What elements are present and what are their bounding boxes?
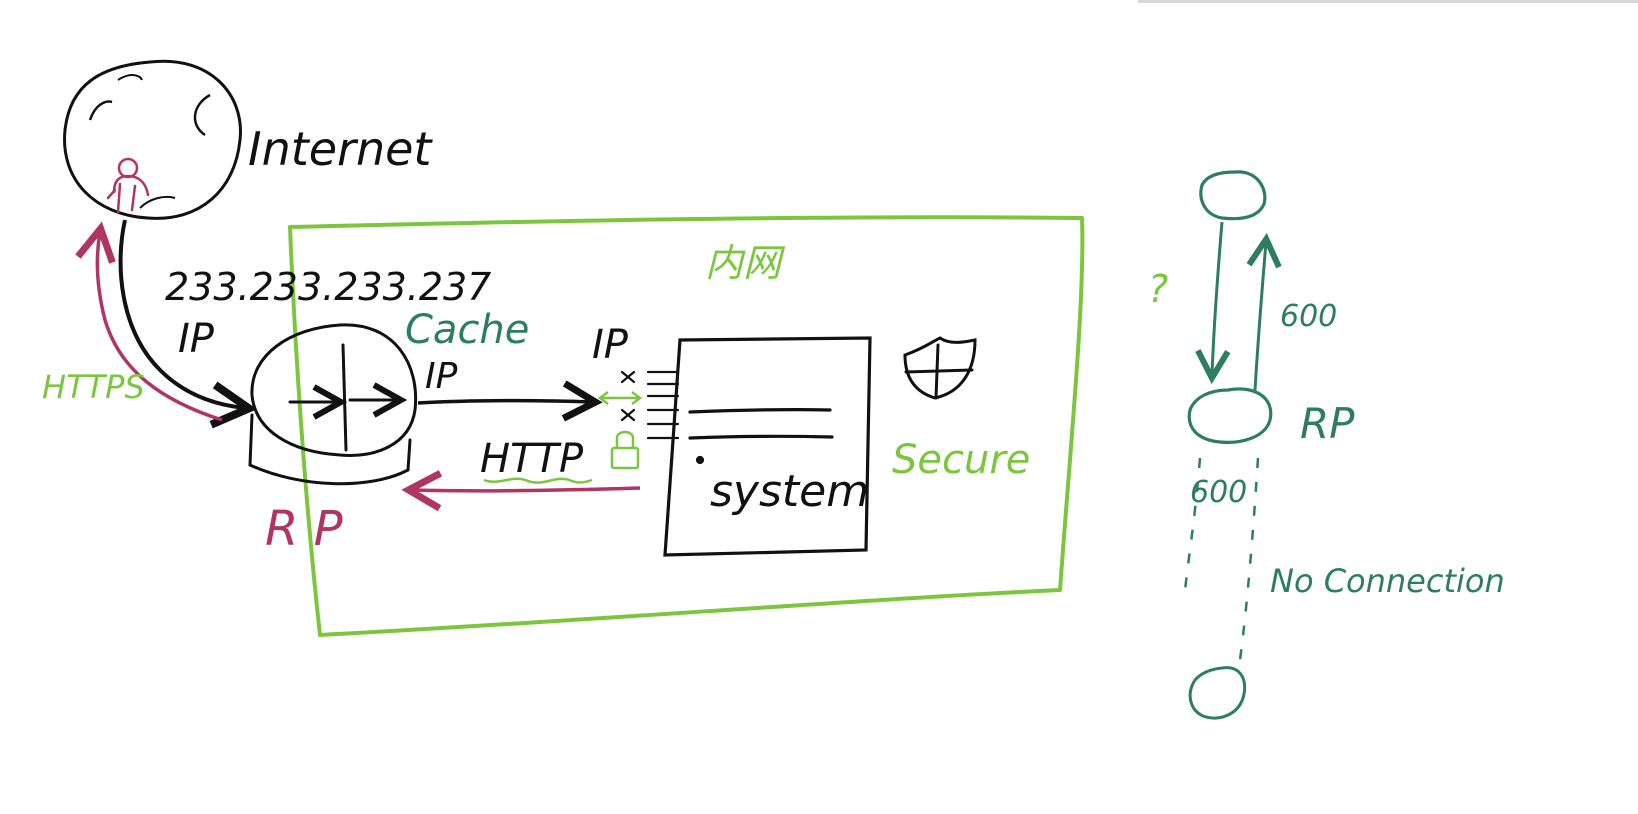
no-connection-label: No Connection	[1270, 562, 1505, 600]
system-to-rp-arrow	[412, 488, 641, 491]
count-up-label: 600	[1280, 299, 1337, 334]
question-label: ?	[1148, 267, 1168, 311]
down-arrow	[1212, 221, 1222, 375]
left-dashed-line	[1182, 457, 1202, 601]
ip-system-label: IP	[592, 322, 629, 368]
reverse-proxy-server	[248, 323, 418, 486]
top-node	[1199, 170, 1267, 221]
rp-left-label: R P	[265, 501, 343, 557]
system-label: system	[710, 466, 869, 517]
secure-label: Secure	[892, 437, 1030, 483]
shield-icon	[903, 336, 977, 400]
lock-icon	[610, 430, 640, 470]
window-edge-bar	[1138, 0, 1638, 3]
right-dashed-line	[1238, 457, 1260, 661]
up-arrow	[1255, 242, 1266, 391]
ip-address-label: 233.233.233.237	[165, 265, 491, 309]
inner-network-label: 内网	[705, 241, 786, 285]
person-icon	[106, 157, 150, 214]
http-label: HTTP	[480, 436, 584, 482]
system-ports	[620, 370, 680, 440]
inner-network-boundary	[288, 215, 1085, 637]
count-down-label: 600	[1190, 475, 1247, 510]
ip-left-label: IP	[178, 316, 215, 362]
cache-label: Cache	[405, 307, 529, 353]
internet-globe	[63, 59, 242, 220]
rp-to-internet-arrow	[97, 232, 223, 422]
internet-label: Internet	[248, 122, 433, 176]
bottom-node	[1188, 666, 1247, 720]
http-underline	[483, 477, 593, 484]
ip-cache-label: IP	[425, 356, 458, 397]
rp-right-label: RP	[1300, 399, 1355, 448]
internet-to-rp-arrow	[118, 219, 245, 408]
right-diagram	[1182, 170, 1273, 720]
https-label: HTTPS	[42, 368, 145, 406]
rp-node	[1187, 387, 1273, 444]
rp-to-system-arrow	[417, 401, 592, 403]
system-box	[663, 336, 872, 557]
open-port-arrow	[597, 391, 643, 405]
